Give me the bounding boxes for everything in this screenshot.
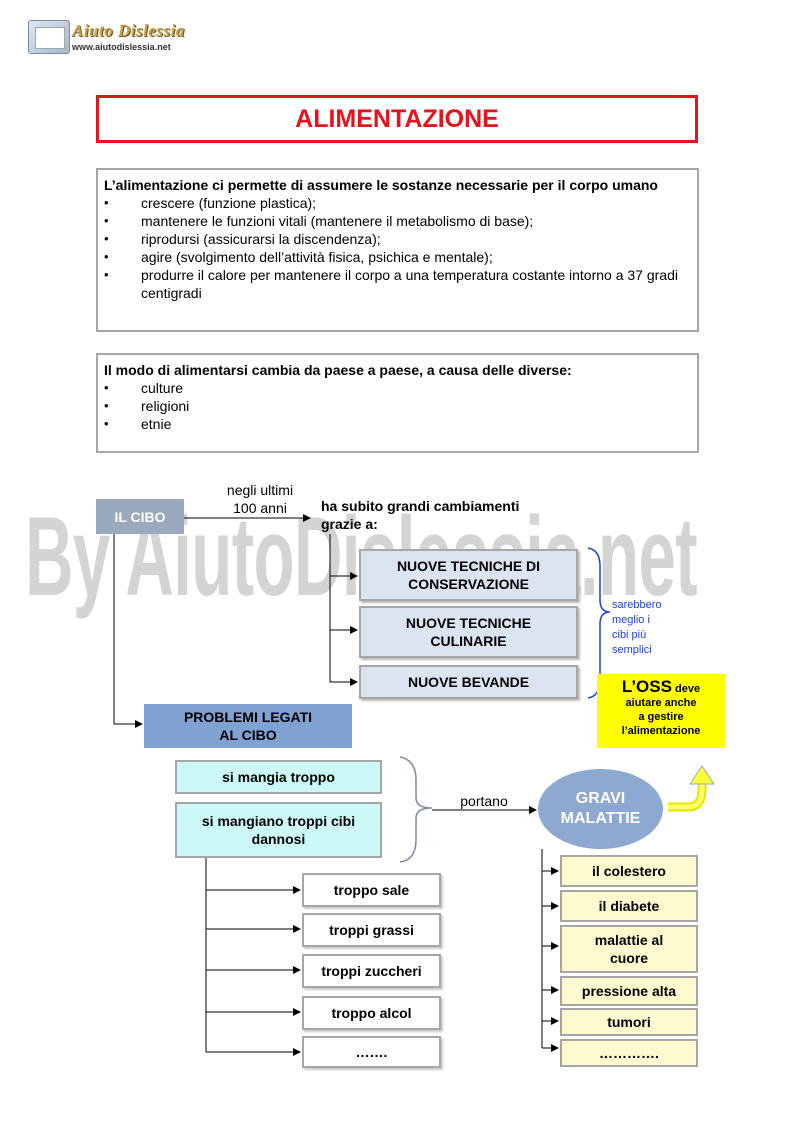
- oss-line: aiutare anche: [625, 697, 697, 709]
- tech-bevande: NUOVE BEVANDE: [359, 665, 578, 699]
- list-item: culture: [104, 379, 691, 397]
- note-line: meglio i: [612, 614, 650, 626]
- tech-conservazione: NUOVE TECNICHE DI CONSERVAZIONE: [359, 549, 578, 601]
- changes-text: ha subito grandi cambiamenti grazie a:: [321, 497, 581, 533]
- note-line: semplici: [612, 644, 652, 656]
- node-gravi-malattie: GRAVI MALATTIE: [538, 769, 663, 849]
- disease-diabete: il diabete: [560, 890, 698, 922]
- disease-pressione: pressione alta: [560, 976, 698, 1006]
- disease-more: ………….: [560, 1039, 698, 1067]
- title-box: ALIMENTAZIONE: [96, 95, 698, 143]
- differences-list: culture religioni etnie: [104, 379, 691, 433]
- node-il-cibo: IL CIBO: [96, 499, 184, 534]
- logo-book-icon: [28, 20, 70, 54]
- excess-alcol: troppo alcol: [302, 996, 441, 1030]
- oss-line: l’alimentazione: [621, 725, 701, 737]
- note-line: sarebbero: [612, 599, 662, 611]
- tech-culinarie: NUOVE TECNICHE CULINARIE: [359, 606, 578, 658]
- list-item: riprodursi (assicurarsi la discendenza);: [104, 230, 691, 248]
- info-box-functions: L’alimentazione ci permette di assumere …: [96, 168, 699, 332]
- list-item: produrre il calore per mantenere il corp…: [104, 266, 691, 302]
- excess-grassi: troppi grassi: [302, 913, 441, 947]
- functions-list: crescere (funzione plastica); mantenere …: [104, 194, 691, 302]
- info-lead: Il modo di alimentarsi cambia da paese a…: [104, 362, 572, 378]
- node-problemi: PROBLEMI LEGATI AL CIBO: [144, 704, 352, 748]
- page-title: ALIMENTAZIONE: [295, 104, 499, 133]
- disease-colestero: il colestero: [560, 855, 698, 887]
- info-lead: L’alimentazione ci permette di assumere …: [104, 177, 658, 193]
- excess-zuccheri: troppi zuccheri: [302, 954, 441, 988]
- oss-line: deve: [675, 683, 701, 695]
- curved-arrow-icon: [668, 765, 715, 812]
- disease-cuore: malattie al cuore: [560, 925, 698, 973]
- list-item: religioni: [104, 397, 691, 415]
- arrow-label-line2: 100 anni: [233, 500, 287, 516]
- oss-line: a gestire: [638, 711, 684, 723]
- note-line: cibi più: [612, 629, 647, 641]
- gravi-line2: MALATTIE: [560, 810, 641, 827]
- excess-more: …….: [302, 1036, 441, 1068]
- logo-url: www.aiutodislessia.net: [72, 42, 171, 52]
- logo-title: Aiuto Dislessia: [72, 21, 185, 40]
- changes-line2: grazie a:: [321, 516, 378, 532]
- list-item: agire (svolgimento dell’attività fisica,…: [104, 248, 691, 266]
- gravi-line1: GRAVI: [575, 790, 626, 807]
- excess-sale: troppo sale: [302, 873, 441, 907]
- arrow-label-line1: negli ultimi: [226, 482, 294, 498]
- oss-box: L’OSS deve aiutare anche a gestire l’ali…: [597, 674, 725, 748]
- list-item: mantenere le funzioni vitali (mantenere …: [104, 212, 691, 230]
- list-item: crescere (funzione plastica);: [104, 194, 691, 212]
- cause-cibi-dannosi: si mangiano troppi cibi dannosi: [175, 802, 382, 858]
- changes-line1: ha subito grandi cambiamenti: [321, 498, 520, 514]
- portano-label: portano: [460, 793, 508, 809]
- list-item: etnie: [104, 415, 691, 433]
- oss-title: L’OSS: [621, 677, 672, 696]
- arrow-label: negli ultimi 100 anni: [200, 481, 320, 517]
- problemi-line2: AL CIBO: [219, 727, 277, 743]
- cause-mangia-troppo: si mangia troppo: [175, 760, 382, 794]
- disease-tumori: tumori: [560, 1008, 698, 1036]
- problemi-line1: PROBLEMI LEGATI: [183, 709, 313, 725]
- note-simpler-foods: sarebbero meglio i cibi più semplici: [612, 598, 692, 658]
- info-box-differences: Il modo di alimentarsi cambia da paese a…: [96, 353, 699, 453]
